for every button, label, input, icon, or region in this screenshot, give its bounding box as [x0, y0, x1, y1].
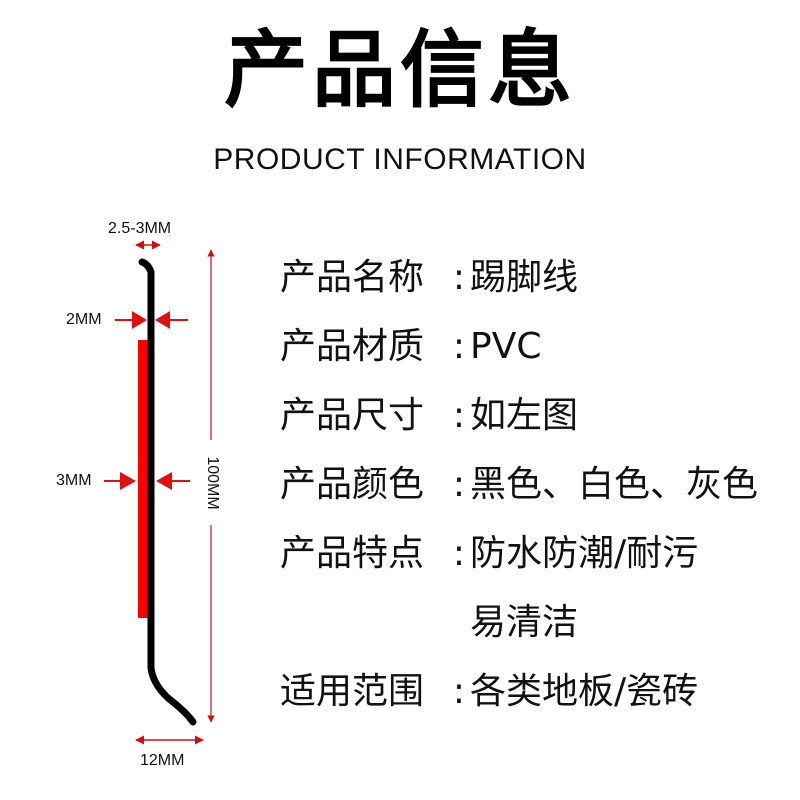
thickness-label: 2MM: [66, 311, 102, 328]
info-value: 易清洁: [470, 602, 579, 643]
info-row-color: 产品颜色 : 黑色、白色、灰色: [280, 467, 790, 503]
info-key: 适用范围: [280, 671, 425, 712]
profile-drawing: [104, 240, 215, 745]
info-separator: :: [452, 257, 466, 298]
info-value: 如左图: [470, 395, 579, 436]
info-value: PVC: [470, 326, 542, 367]
info-row-scope: 适用范围 : 各类地板/瓷砖: [280, 674, 790, 710]
info-separator: :: [452, 464, 466, 505]
info-value: 各类地板/瓷砖: [470, 671, 699, 712]
info-key: 产品特点: [280, 533, 425, 574]
thickness-arrow-right: [155, 311, 170, 329]
info-value: 防水防潮/耐污: [470, 533, 699, 574]
info-value: 黑色、白色、灰色: [470, 464, 759, 505]
info-row-features: 产品特点 : 防水防潮/耐污: [280, 536, 790, 572]
page-title: 产品信息: [223, 21, 576, 119]
height-label: 100MM: [204, 456, 221, 510]
strip-arrow-right: [156, 472, 172, 490]
product-info-list: 产品名称 : 踢脚线 产品材质 : PVC 产品尺寸 : 如左图 产品颜色 : …: [280, 260, 790, 743]
strip-arrow-left: [120, 472, 136, 490]
info-value: 踢脚线: [470, 257, 579, 298]
adhesive-strip: [138, 340, 148, 618]
skirting-profile-diagram: 2.5-3MM 2MM 3MM 100MM 12MM: [0, 0, 260, 800]
info-row-features-cont: 产品特点 : 易清洁: [280, 605, 790, 641]
info-key: 产品颜色: [280, 464, 425, 505]
skirting-profile: [138, 258, 197, 726]
base-width-label: 12MM: [140, 752, 185, 769]
info-key: 产品名称: [280, 257, 425, 298]
page-subtitle: PRODUCT INFORMATION: [213, 143, 587, 176]
info-separator: :: [452, 671, 466, 712]
info-key: 产品尺寸: [280, 395, 425, 436]
top-width-label: 2.5-3MM: [108, 220, 172, 237]
info-separator: :: [452, 533, 466, 574]
info-key: 产品材质: [280, 326, 425, 367]
info-row-size: 产品尺寸 : 如左图: [280, 398, 790, 434]
info-row-material: 产品材质 : PVC: [280, 329, 790, 365]
strip-label: 3MM: [56, 472, 92, 489]
info-separator: :: [452, 395, 466, 436]
info-separator: :: [452, 326, 466, 367]
thickness-arrow-left: [132, 311, 147, 329]
info-row-name: 产品名称 : 踢脚线: [280, 260, 790, 296]
